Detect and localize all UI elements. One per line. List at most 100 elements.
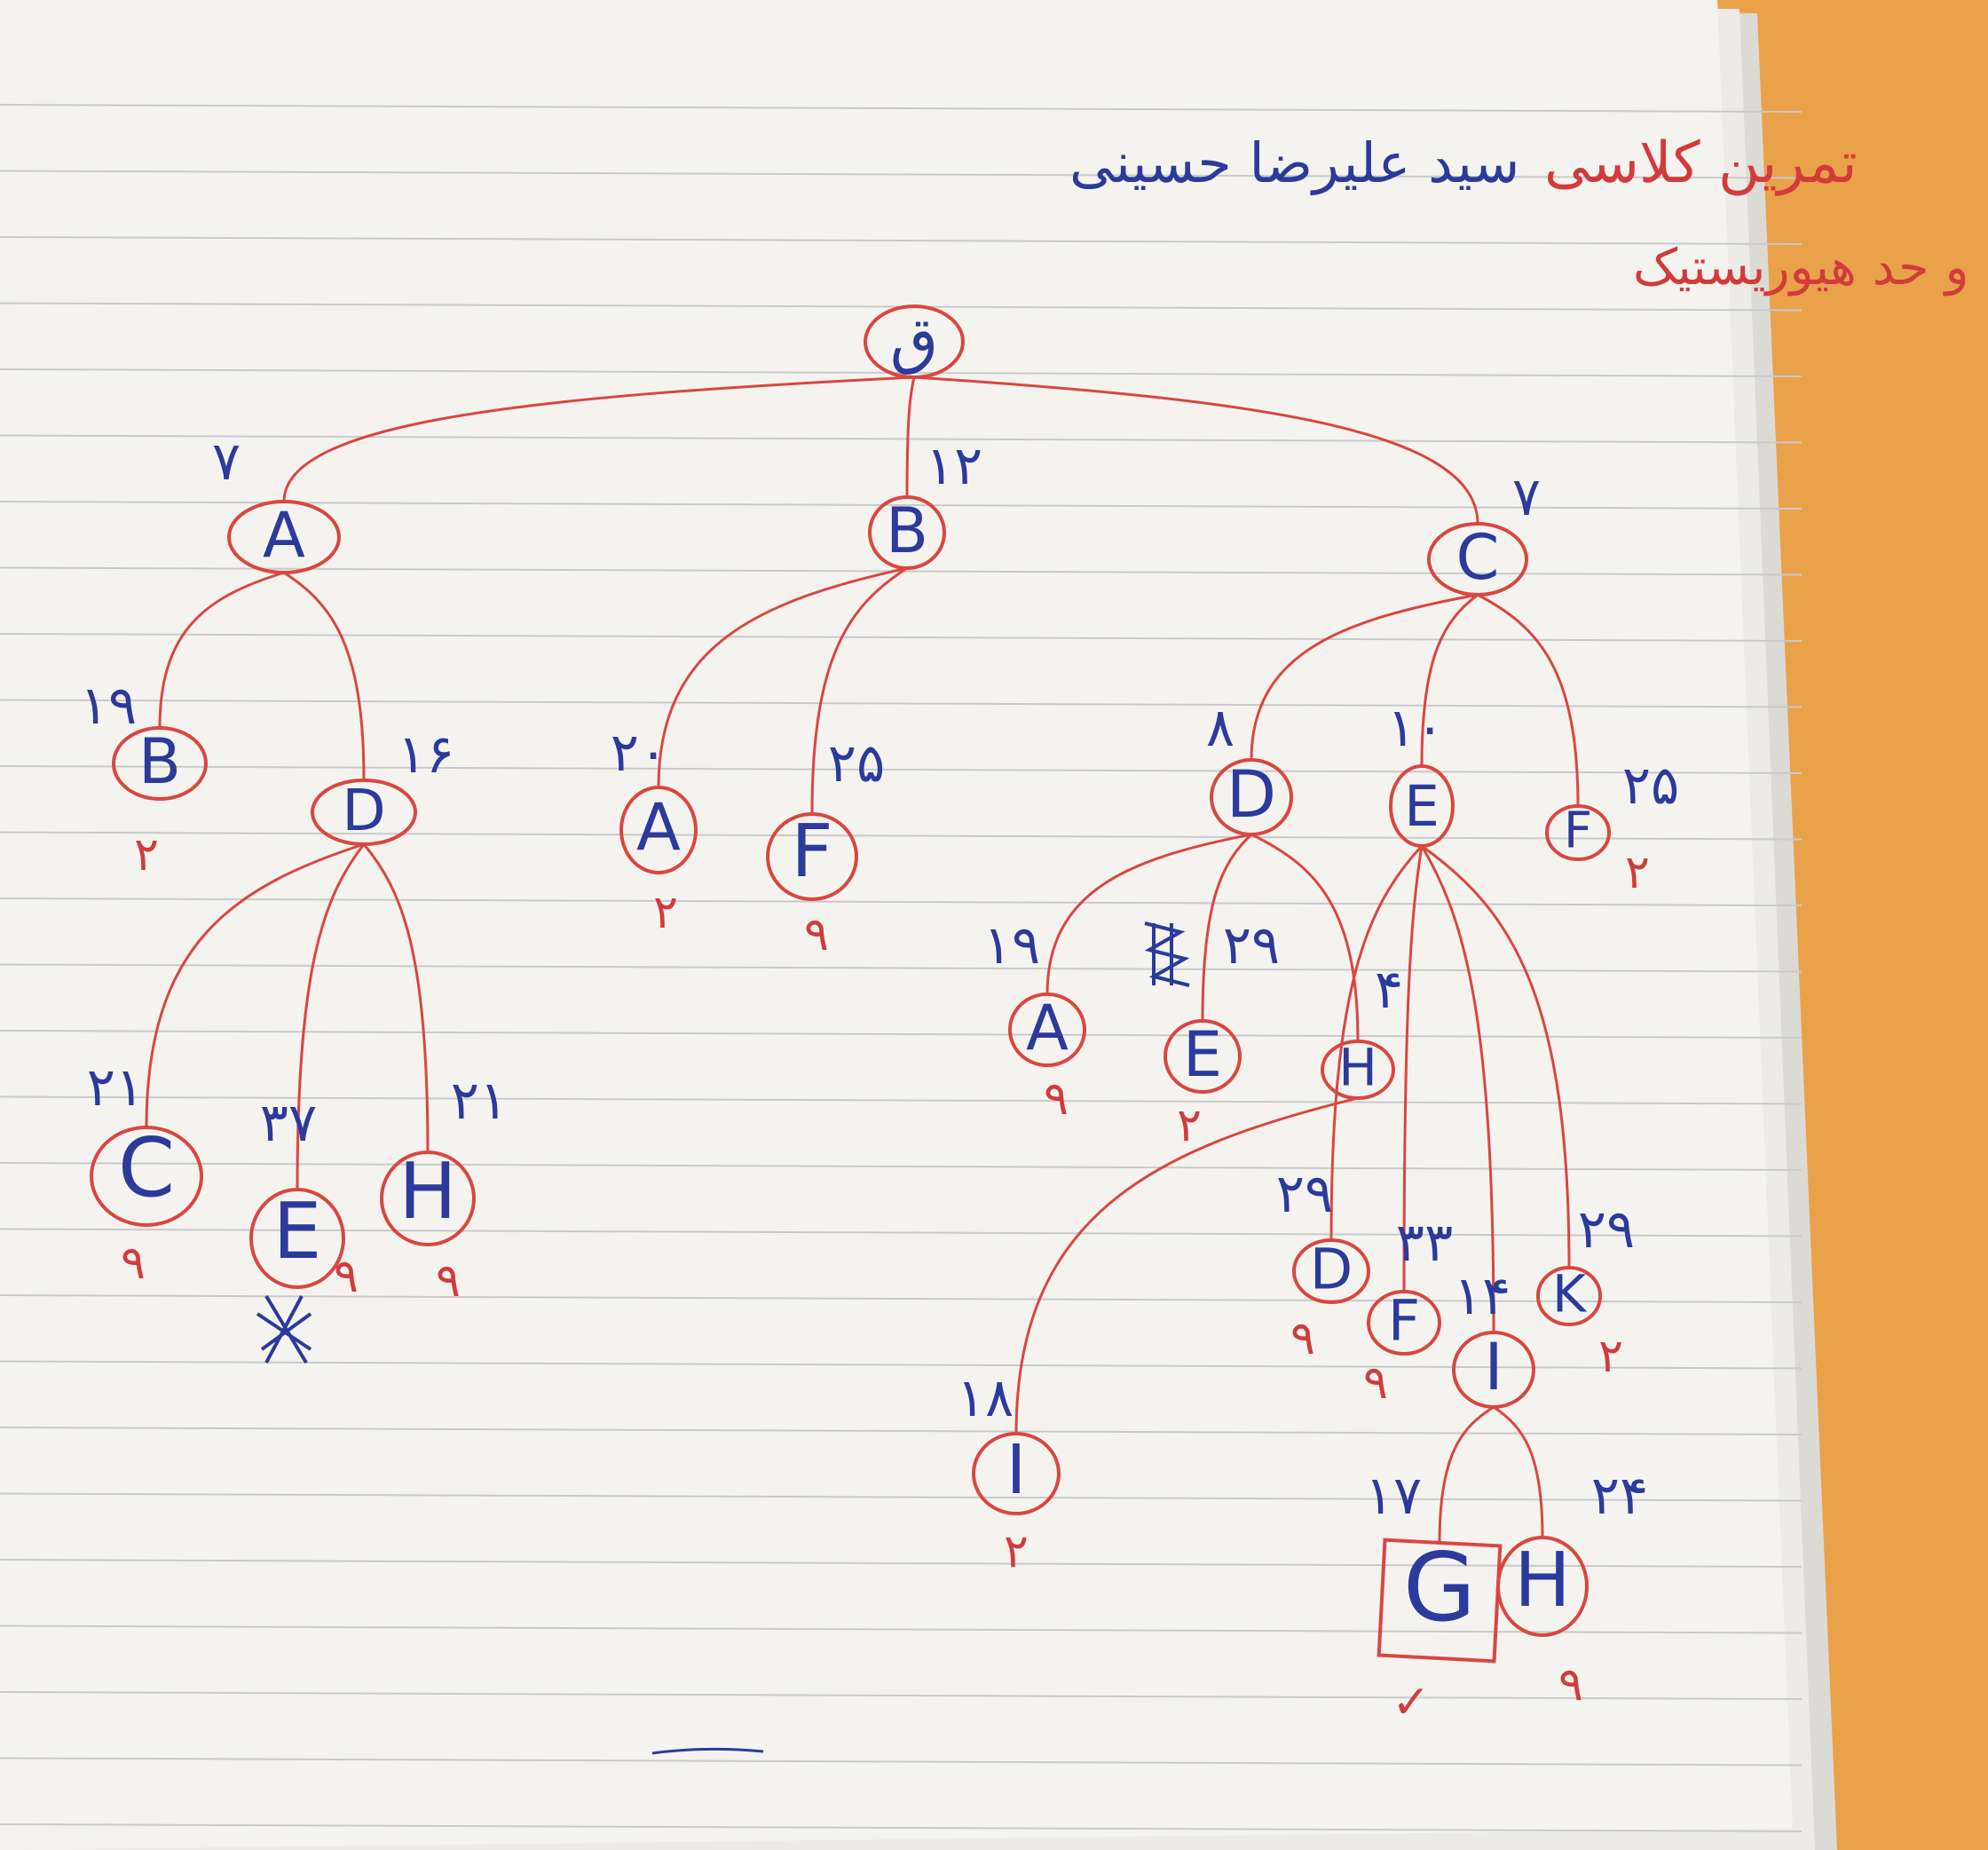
- node-cost: ۱۶: [398, 723, 454, 786]
- node-cost: ۱۰: [1387, 697, 1444, 759]
- edge-C1-E-to-E2-F: [1402, 845, 1424, 1293]
- scribble-mark-1: [1144, 921, 1190, 987]
- node-circle: [1427, 522, 1528, 597]
- node-label: G: [1403, 1533, 1476, 1642]
- node-mark: ۹: [1290, 1312, 1315, 1365]
- node-label: C: [118, 1120, 175, 1215]
- node-circle: [864, 304, 965, 379]
- edge-A1-D-to-D1-H: [362, 843, 430, 1153]
- node-mark: ۲: [1177, 1099, 1202, 1152]
- node-label: B: [886, 494, 928, 567]
- node-cost: ۲۹: [1223, 914, 1280, 976]
- node-mark: ۲: [1625, 846, 1650, 899]
- node-mark: ۹: [1558, 1658, 1583, 1712]
- node-circle: [1367, 1290, 1441, 1356]
- node-circle: [90, 1126, 203, 1227]
- paper-sheet: [0, 0, 1793, 1850]
- node-cost: ۱۹: [983, 914, 1040, 976]
- node-label: K: [1552, 1264, 1588, 1324]
- node-label: E: [1404, 774, 1440, 839]
- node-circle: [1389, 764, 1455, 848]
- edge-root-to-C1: [913, 376, 1479, 525]
- node-circle: [868, 495, 946, 570]
- goal-check-mark: ✓: [1392, 1676, 1431, 1729]
- edge-B1-to-B1-F: [810, 566, 908, 815]
- node-label: H: [1514, 1537, 1571, 1625]
- node-mark: ۹: [1363, 1356, 1388, 1410]
- edge-root-to-A1: [282, 376, 915, 502]
- node-cost: ۲۵: [828, 732, 885, 795]
- node-label: D: [342, 779, 385, 844]
- edge-C1-to-C1-D: [1250, 593, 1479, 761]
- node-circle: [1292, 1238, 1370, 1304]
- node-cost: ۱۴: [1454, 1265, 1511, 1327]
- author-name: سید علیرضا حسینی: [1069, 130, 1519, 195]
- node-circle: [766, 812, 858, 901]
- node-mark: ۲: [134, 828, 159, 882]
- node-cost: ۱۹: [80, 675, 137, 737]
- node-label: B: [138, 725, 181, 798]
- node-label: F: [1564, 802, 1592, 860]
- edge-C1-E-to-E2-D: [1329, 844, 1424, 1241]
- edge-C1-D-to-D2-E: [1201, 833, 1253, 1022]
- node-cost: ۲۱: [451, 1070, 508, 1132]
- node-cost: ۸: [1206, 697, 1235, 759]
- node-cost: ۲۰: [611, 722, 667, 784]
- node-circle: [249, 1188, 345, 1289]
- node-circle: [1164, 1019, 1242, 1094]
- edge-C1-D-to-D2-H: [1250, 833, 1360, 1042]
- node-mark: ۹: [804, 908, 829, 961]
- edge-C1-to-C1-E: [1420, 593, 1479, 767]
- tree-edges: [145, 376, 1580, 1544]
- node-label: F: [1388, 1288, 1420, 1353]
- node-circle: [227, 500, 341, 574]
- node-circle: [1452, 1331, 1535, 1409]
- edge-B1-to-B1-A: [657, 566, 908, 788]
- edge-D2-H-to-H2-I: [1014, 1096, 1359, 1435]
- node-label: I: [1006, 1431, 1027, 1510]
- node-circle: [1545, 804, 1611, 861]
- scribble-mark-2: [256, 1294, 312, 1364]
- edge-A1-to-A1-D: [283, 571, 366, 781]
- edge-C1-to-C1-F: [1477, 593, 1580, 807]
- node-circle: [972, 1432, 1061, 1515]
- node-circle: [311, 779, 417, 846]
- edge-root-to-B1: [905, 376, 916, 498]
- node-cost: ۲۹: [1578, 1198, 1635, 1261]
- node-circle: [1321, 1040, 1395, 1100]
- node-cost: ۳۳: [1396, 1212, 1453, 1274]
- node-circle: [619, 786, 698, 874]
- node-circle: [1210, 758, 1293, 836]
- node-cost: ۷: [1512, 466, 1541, 528]
- node-label: A: [263, 499, 305, 572]
- node-mark: ۲: [1598, 1330, 1623, 1383]
- edge-E2-I-to-I2-G: [1438, 1405, 1495, 1544]
- node-circle: [1536, 1266, 1602, 1326]
- node-label: A: [636, 790, 681, 866]
- edge-E2-I-to-I2-H: [1493, 1405, 1544, 1538]
- node-cost: ۲۹: [1276, 1163, 1333, 1225]
- node-label: I: [1484, 1330, 1503, 1405]
- edge-C1-E-to-E2-I: [1420, 845, 1495, 1333]
- node-cost: ۲۴: [1591, 1465, 1648, 1527]
- node-mark: ۲: [653, 886, 678, 939]
- edge-A1-D-to-D1-E: [296, 843, 366, 1190]
- title-red: تمرین کلاسی: [1544, 130, 1858, 196]
- node-mark: ۹: [436, 1254, 461, 1308]
- edge-C1-D-to-D2-A: [1045, 833, 1252, 995]
- node-label: H: [398, 1146, 456, 1237]
- node-label: E: [273, 1186, 322, 1277]
- node-circle: [112, 726, 208, 801]
- node-label: H: [1338, 1038, 1377, 1098]
- node-cost: ۱۷: [1365, 1465, 1422, 1527]
- goal-node-box: [1377, 1538, 1503, 1664]
- node-circle: [380, 1150, 476, 1246]
- node-label: E: [1183, 1018, 1222, 1091]
- node-cost: ۱۸: [957, 1367, 1014, 1429]
- node-label: D: [1227, 757, 1276, 833]
- node-label: A: [1026, 992, 1069, 1064]
- node-label: F: [791, 810, 832, 894]
- node-label: D: [1310, 1237, 1353, 1301]
